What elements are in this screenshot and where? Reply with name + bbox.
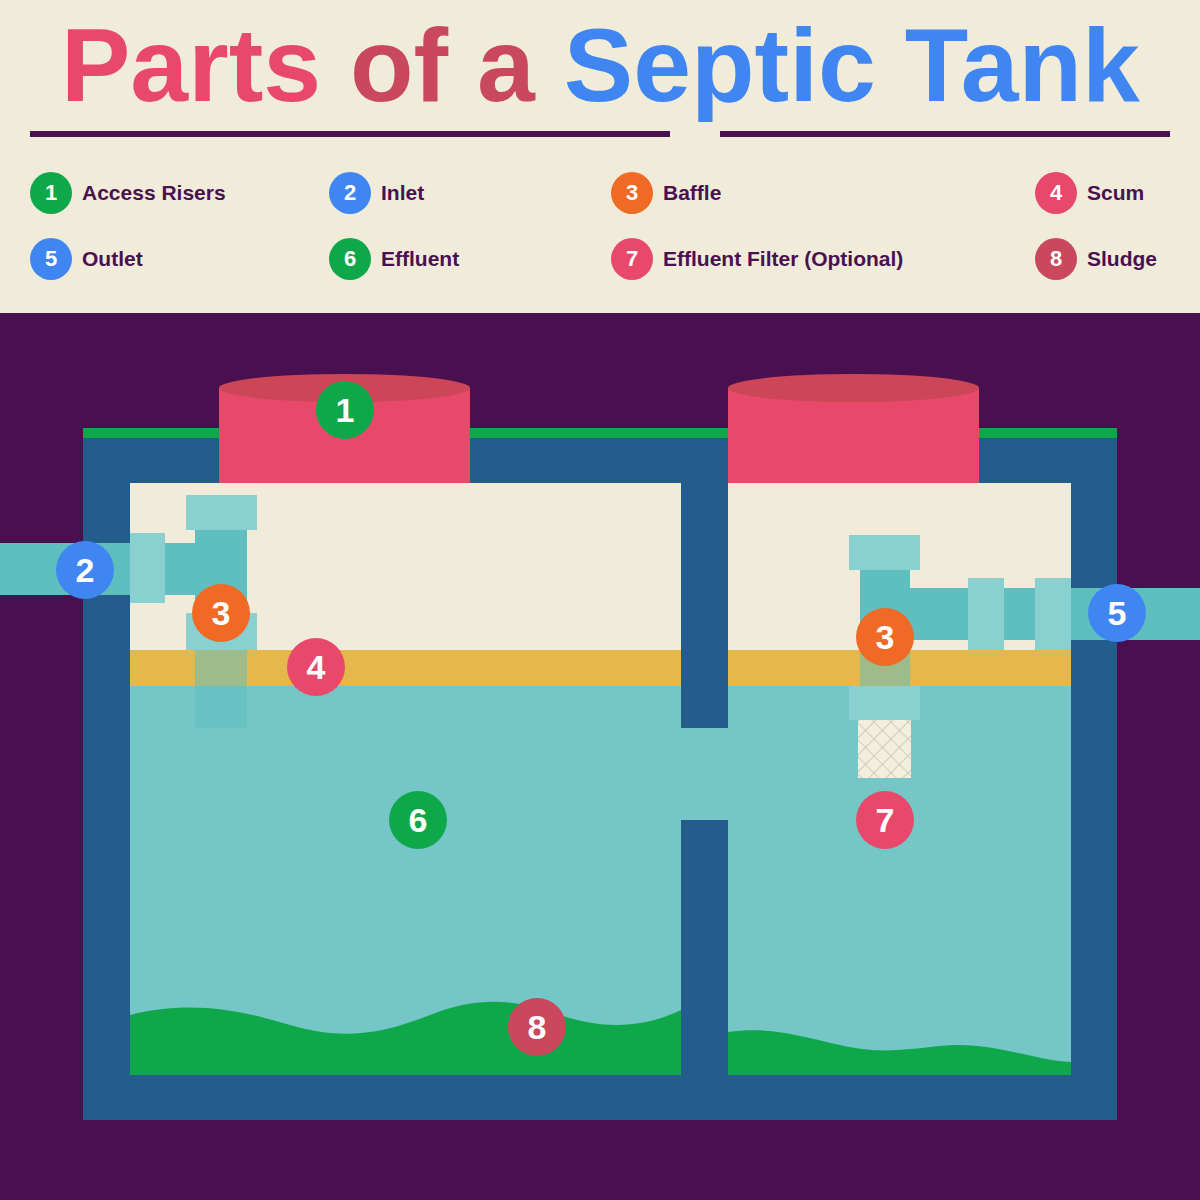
callout-circle bbox=[508, 998, 566, 1056]
callout-number: 5 bbox=[1108, 596, 1127, 630]
legend-number: 5 bbox=[45, 248, 57, 270]
title-underline bbox=[720, 131, 1170, 137]
legend-label: Outlet bbox=[82, 247, 143, 271]
effluent-filter bbox=[858, 720, 911, 778]
soil-ground bbox=[0, 313, 1200, 1200]
tee-cap bbox=[849, 535, 920, 570]
air-space bbox=[130, 483, 681, 650]
inlet-baffle bbox=[195, 650, 247, 728]
callout-number: 8 bbox=[528, 1010, 547, 1044]
divider-opening bbox=[681, 728, 728, 820]
legend-label: Access Risers bbox=[82, 181, 226, 205]
sludge-layer bbox=[130, 1002, 681, 1075]
callout-number: 6 bbox=[409, 803, 428, 837]
sludge-layer bbox=[728, 1030, 1071, 1075]
legend-number: 8 bbox=[1050, 248, 1062, 270]
callout-circle bbox=[192, 584, 250, 642]
pipe-coupling bbox=[1035, 578, 1071, 650]
title: Parts of a Septic Tank bbox=[61, 8, 1140, 122]
callout-circle bbox=[287, 638, 345, 696]
legend-number: 2 bbox=[344, 182, 356, 204]
legend-number: 1 bbox=[45, 182, 57, 204]
header-ground bbox=[0, 0, 1200, 313]
legend-label: Scum bbox=[1087, 181, 1144, 205]
filter-housing bbox=[849, 686, 920, 720]
tee-cap bbox=[186, 495, 257, 530]
legend-label: Sludge bbox=[1087, 247, 1157, 271]
legend-label: Baffle bbox=[663, 181, 721, 205]
callout-circle bbox=[1088, 584, 1146, 642]
callout-number: 2 bbox=[76, 553, 95, 587]
legend-label: Effluent bbox=[381, 247, 459, 271]
callout-circle bbox=[56, 541, 114, 599]
callout-circle bbox=[316, 381, 374, 439]
legend-label: Effluent Filter (Optional) bbox=[663, 247, 903, 271]
callout-circle bbox=[856, 608, 914, 666]
callout-circle bbox=[389, 791, 447, 849]
access-riser bbox=[728, 388, 979, 483]
effluent-water bbox=[130, 686, 681, 1075]
legend-label: Inlet bbox=[381, 181, 424, 205]
pipe-coupling bbox=[130, 533, 165, 603]
callout-number: 3 bbox=[212, 596, 231, 630]
legend-number: 4 bbox=[1050, 182, 1062, 204]
pipe-coupling bbox=[968, 578, 1004, 650]
callout-number: 4 bbox=[307, 650, 326, 684]
title-underline bbox=[30, 131, 670, 137]
callout-circle bbox=[856, 791, 914, 849]
legend-number: 3 bbox=[626, 182, 638, 204]
legend-number: 6 bbox=[344, 248, 356, 270]
callout-number: 1 bbox=[336, 393, 355, 427]
legend-number: 7 bbox=[626, 248, 638, 270]
riser-opening bbox=[728, 374, 979, 402]
tank-shell bbox=[83, 438, 1117, 1120]
callout-number: 3 bbox=[876, 620, 895, 654]
effluent-water bbox=[728, 686, 1071, 1075]
callout-number: 7 bbox=[876, 803, 895, 837]
